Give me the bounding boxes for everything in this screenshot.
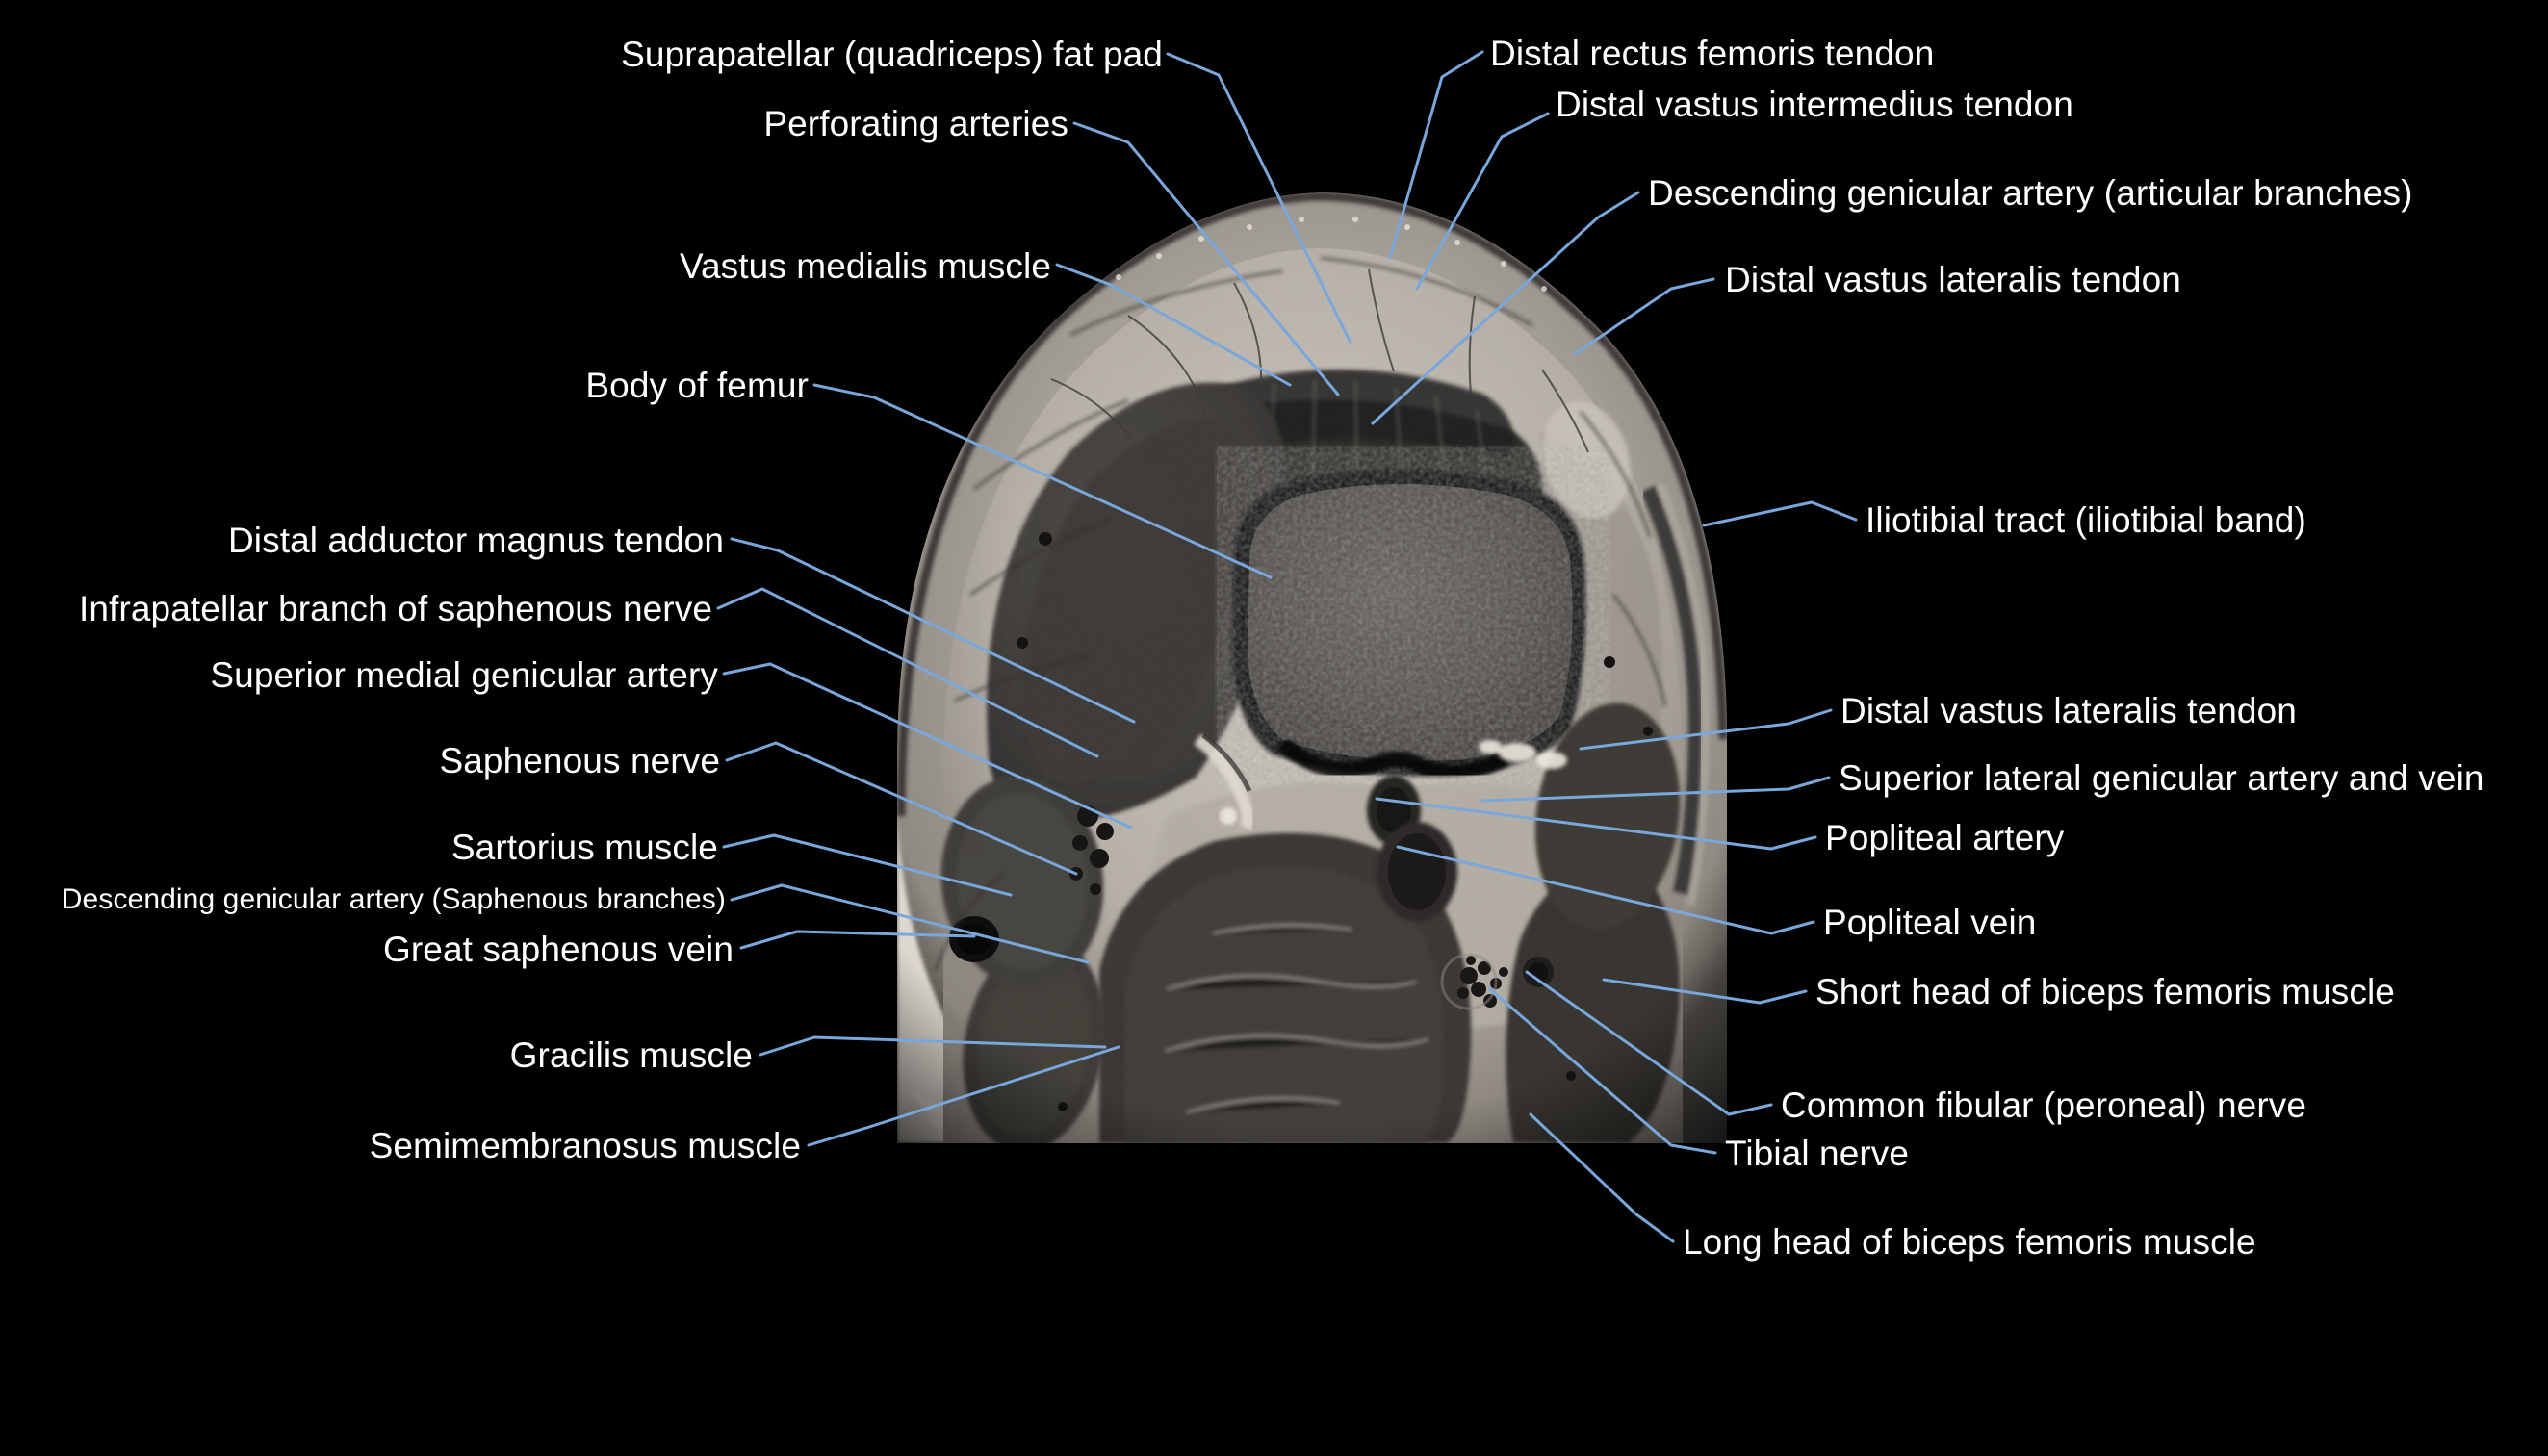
label-gracilis-muscle: Gracilis muscle bbox=[509, 1035, 753, 1075]
label-tibial-nerve: Tibial nerve bbox=[1725, 1134, 1910, 1173]
label-saphenous-nerve: Saphenous nerve bbox=[439, 741, 720, 780]
label-sartorius-muscle: Sartorius muscle bbox=[450, 828, 718, 867]
label-popliteal-vein: Popliteal vein bbox=[1823, 903, 2037, 942]
label-popliteal-artery: Popliteal artery bbox=[1825, 818, 2065, 857]
mri-scan-svg bbox=[782, 142, 1831, 1143]
label-semimembranosus-muscle: Semimembranosus muscle bbox=[369, 1126, 801, 1165]
label-short-head-biceps-femoris-muscle: Short head of biceps femoris muscle bbox=[1815, 972, 2395, 1011]
label-great-saphenous-vein: Great saphenous vein bbox=[382, 930, 734, 969]
label-vastus-medialis-muscle: Vastus medialis muscle bbox=[679, 246, 1051, 286]
label-descending-genicular-artery-articular: Descending genicular artery (articular b… bbox=[1648, 173, 2413, 213]
label-infrapatellar-branch-saphenous-nerve: Infrapatellar branch of saphenous nerve bbox=[79, 589, 712, 628]
mri-scan-image bbox=[782, 142, 1831, 1143]
label-iliotibial-tract: Iliotibial tract (iliotibial band) bbox=[1866, 500, 2306, 540]
label-distal-rectus-femoris-tendon: Distal rectus femoris tendon bbox=[1490, 34, 1935, 73]
label-superior-lateral-genicular-artery-vein: Superior lateral genicular artery and ve… bbox=[1839, 758, 2484, 798]
label-suprapatellar-fat-pad: Suprapatellar (quadriceps) fat pad bbox=[621, 35, 1163, 74]
label-descending-genicular-artery-saphenous: Descending genicular artery (Saphenous b… bbox=[61, 883, 726, 915]
label-distal-vastus-intermedius-tendon: Distal vastus intermedius tendon bbox=[1556, 85, 2073, 124]
label-common-fibular-nerve: Common fibular (peroneal) nerve bbox=[1781, 1086, 2307, 1125]
label-distal-vastus-lateralis-tendon-upper: Distal vastus lateralis tendon bbox=[1725, 260, 2181, 299]
label-body-of-femur: Body of femur bbox=[585, 366, 809, 405]
label-superior-medial-genicular-artery: Superior medial genicular artery bbox=[210, 655, 718, 695]
label-distal-vastus-lateralis-tendon-lower: Distal vastus lateralis tendon bbox=[1840, 691, 2297, 730]
label-long-head-biceps-femoris-muscle: Long head of biceps femoris muscle bbox=[1683, 1222, 2256, 1262]
label-perforating-arteries: Perforating arteries bbox=[763, 104, 1068, 143]
label-distal-adductor-magnus-tendon: Distal adductor magnus tendon bbox=[227, 521, 724, 560]
